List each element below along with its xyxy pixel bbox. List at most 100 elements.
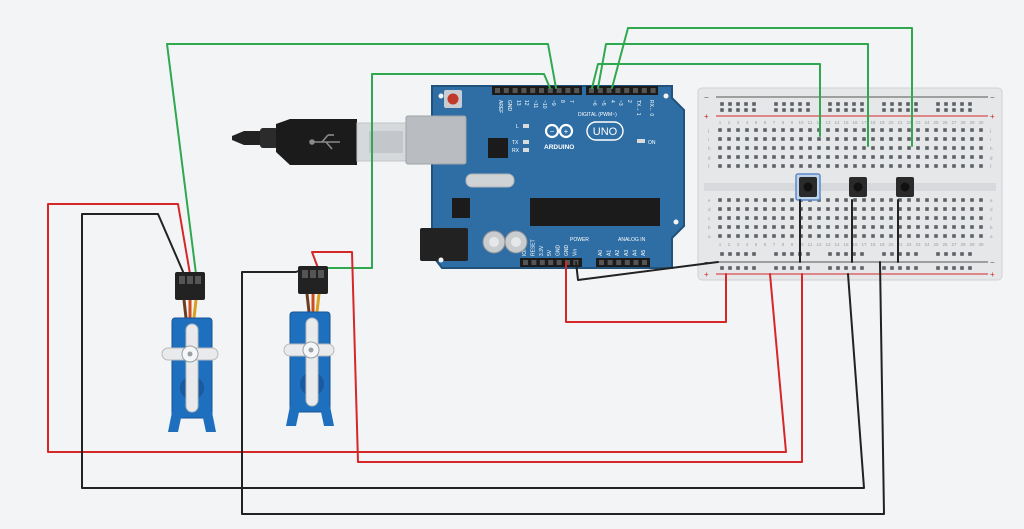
breadboard-hole[interactable] [826,225,830,229]
breadboard-hole[interactable] [907,146,911,150]
rail-hole[interactable] [960,102,964,106]
breadboard-hole[interactable] [889,216,893,220]
breadboard-hole[interactable] [916,216,920,220]
rail-hole[interactable] [882,266,886,270]
breadboard-hole[interactable] [916,146,920,150]
breadboard-hole[interactable] [790,216,794,220]
breadboard-hole[interactable] [943,234,947,238]
rail-hole[interactable] [790,266,794,270]
rail-hole[interactable] [860,108,864,112]
breadboard-hole[interactable] [799,137,803,141]
breadboard-hole[interactable] [772,137,776,141]
rail-hole[interactable] [936,102,940,106]
breadboard-hole[interactable] [934,198,938,202]
breadboard-hole[interactable] [727,128,731,132]
breadboard-hole[interactable] [745,198,749,202]
rail-hole[interactable] [906,102,910,106]
rail-hole[interactable] [782,108,786,112]
breadboard-hole[interactable] [853,198,857,202]
header-pin[interactable] [607,260,613,265]
breadboard-hole[interactable] [925,198,929,202]
rail-hole[interactable] [860,266,864,270]
breadboard-hole[interactable] [754,216,758,220]
rail-hole[interactable] [728,252,732,256]
breadboard-hole[interactable] [943,216,947,220]
rail-hole[interactable] [728,102,732,106]
breadboard-hole[interactable] [889,207,893,211]
breadboard-hole[interactable] [727,216,731,220]
breadboard-hole[interactable] [907,207,911,211]
rail-hole[interactable] [952,266,956,270]
header-pin[interactable] [539,88,544,93]
breadboard-hole[interactable] [817,225,821,229]
breadboard-hole[interactable] [898,198,902,202]
breadboard-hole[interactable] [754,207,758,211]
breadboard-hole[interactable] [808,128,812,132]
rail-hole[interactable] [774,102,778,106]
breadboard-hole[interactable] [736,137,740,141]
wire-green-servo2-signal[interactable] [327,73,551,269]
breadboard-hole[interactable] [826,198,830,202]
rail-hole[interactable] [798,266,802,270]
breadboard-hole[interactable] [970,146,974,150]
breadboard-hole[interactable] [862,146,866,150]
breadboard-hole[interactable] [907,164,911,168]
breadboard-hole[interactable] [871,216,875,220]
rail-hole[interactable] [752,108,756,112]
breadboard-hole[interactable] [970,225,974,229]
breadboard-hole[interactable] [790,146,794,150]
breadboard-hole[interactable] [916,234,920,238]
rail-hole[interactable] [952,108,956,112]
rail-hole[interactable] [828,266,832,270]
rail-hole[interactable] [960,108,964,112]
breadboard-hole[interactable] [916,137,920,141]
breadboard-hole[interactable] [961,155,965,159]
breadboard-hole[interactable] [727,146,731,150]
rail-hole[interactable] [852,266,856,270]
breadboard-hole[interactable] [718,234,722,238]
breadboard-hole[interactable] [871,146,875,150]
breadboard-hole[interactable] [961,137,965,141]
breadboard-hole[interactable] [862,155,866,159]
breadboard-hole[interactable] [781,164,785,168]
rail-hole[interactable] [836,252,840,256]
breadboard-hole[interactable] [718,198,722,202]
breadboard-hole[interactable] [871,137,875,141]
rail-hole[interactable] [774,252,778,256]
breadboard-hole[interactable] [880,234,884,238]
breadboard-hole[interactable] [763,198,767,202]
breadboard-hole[interactable] [979,128,983,132]
breadboard-hole[interactable] [772,216,776,220]
header-pin[interactable] [633,260,639,265]
breadboard-hole[interactable] [925,128,929,132]
rail-hole[interactable] [936,108,940,112]
rail-hole[interactable] [836,102,840,106]
pushbutton-1[interactable] [795,173,821,201]
breadboard-hole[interactable] [763,216,767,220]
rail-hole[interactable] [736,108,740,112]
header-pin[interactable] [521,88,527,93]
wire-green-button2[interactable] [597,43,869,147]
rail-hole[interactable] [944,266,948,270]
header-pin[interactable] [615,88,621,93]
header-pin[interactable] [531,260,537,265]
breadboard-hole[interactable] [718,146,722,150]
breadboard-hole[interactable] [772,128,776,132]
breadboard-hole[interactable] [754,128,758,132]
breadboard-hole[interactable] [727,137,731,141]
breadboard-hole[interactable] [844,234,848,238]
rail-hole[interactable] [736,252,740,256]
breadboard-hole[interactable] [835,146,839,150]
breadboard-hole[interactable] [979,198,983,202]
rail-hole[interactable] [828,252,832,256]
breadboard-hole[interactable] [880,137,884,141]
breadboard-hole[interactable] [934,128,938,132]
breadboard-hole[interactable] [916,155,920,159]
breadboard-hole[interactable] [934,164,938,168]
breadboard-hole[interactable] [862,216,866,220]
rail-hole[interactable] [744,102,748,106]
breadboard-hole[interactable] [952,198,956,202]
rail-hole[interactable] [968,108,972,112]
breadboard-hole[interactable] [826,128,830,132]
